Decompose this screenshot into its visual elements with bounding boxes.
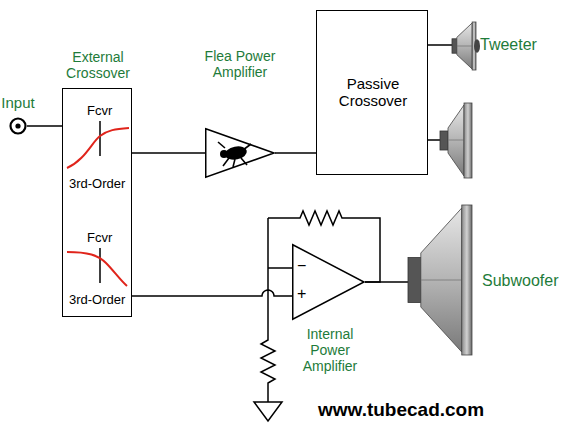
node-label: Subwoofer (482, 272, 559, 290)
ground-symbol (254, 402, 282, 421)
signal-wire (132, 152, 205, 154)
opamp-triangle: −+Internal Power Amplifier (292, 244, 365, 320)
feedback-resistor (268, 211, 380, 335)
signal-wire (27, 125, 62, 127)
node-label: Passive Crossover (325, 75, 421, 110)
signal-wire (275, 152, 316, 154)
opamp-triangle-outline (292, 244, 365, 320)
node-text: 3rd-Order (69, 177, 125, 192)
tweeter-speaker-outline (452, 22, 476, 70)
flea-icon (218, 142, 251, 167)
node-label: External Crossover (43, 49, 153, 81)
ground-resistor (261, 335, 275, 402)
input-jack-outline (9, 117, 27, 135)
node-label: Tweeter (480, 36, 537, 54)
external-crossover-box: External CrossoverFcvr3rd-OrderFcvr3rd-O… (62, 88, 132, 317)
lowpass-curve (67, 248, 127, 286)
woofer-speaker (428, 103, 472, 178)
node-text: Internal Power Amplifier (288, 326, 372, 374)
input-jack: Input (9, 117, 27, 135)
node-text: Fcvr (87, 104, 112, 119)
highpass-curve (67, 121, 129, 168)
signal-wire (428, 44, 452, 46)
node-text: + (297, 285, 306, 303)
subwoofer-speaker: Subwoofer (408, 205, 472, 355)
flea-amplifier-triangle-outline (205, 128, 275, 178)
node-label: Flea Power Amplifier (185, 48, 295, 80)
node-label: Input (1, 94, 34, 111)
tweeter-speaker: Tweeter (452, 22, 476, 70)
subwoofer-speaker-outline (408, 205, 472, 355)
node-text: Fcvr (87, 231, 112, 246)
node-text: 3rd-Order (69, 293, 125, 308)
passive-crossover-box: Passive Crossover (316, 10, 428, 175)
website-label: www.tubecad.com (318, 399, 484, 421)
flea-amplifier-triangle: Flea Power Amplifier (205, 128, 275, 178)
node-label: − (297, 257, 306, 275)
